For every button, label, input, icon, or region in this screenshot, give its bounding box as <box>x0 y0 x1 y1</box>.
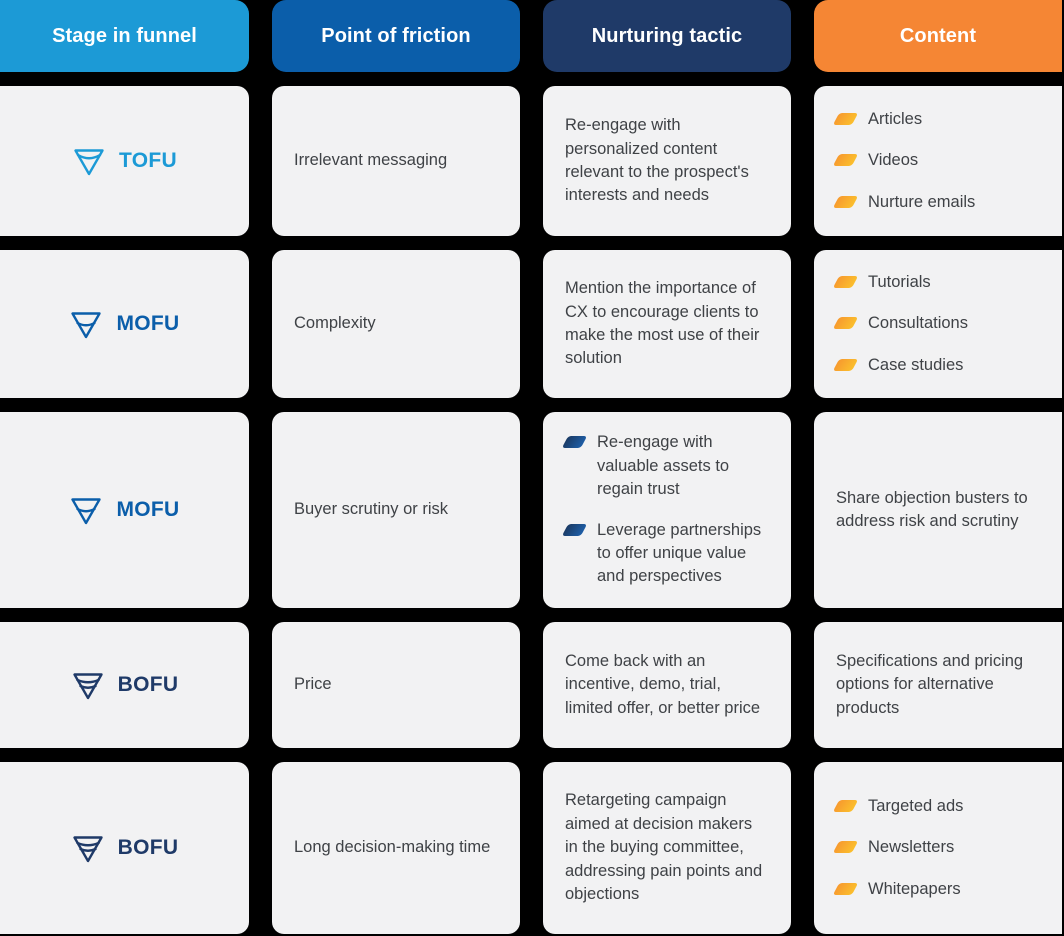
bullet-marker-orange-icon <box>832 154 859 167</box>
column-header-point-of-friction: Point of friction <box>272 0 520 72</box>
friction-cell-3: Price <box>272 622 520 748</box>
friction-cell-4: Long decision-making time <box>272 762 520 934</box>
tactic-cell-4: Retargeting campaign aimed at decision m… <box>543 762 791 934</box>
stage-cell-bofu-4: BOFU <box>0 762 249 934</box>
list-item: Videos <box>832 149 1040 172</box>
column-header-label: Content <box>899 24 977 47</box>
content-text: Share objection busters to address risk … <box>836 488 1028 530</box>
stage-cell-mofu-2: MOFU <box>0 412 249 608</box>
bullet-marker-orange-icon <box>832 195 859 208</box>
stage-cell-mofu-1: MOFU <box>0 250 249 398</box>
list-item-label: Case studies <box>868 355 964 374</box>
stage-label: MOFU <box>116 312 180 336</box>
stage-cell-tofu-0: TOFU <box>0 86 249 236</box>
list-item-label: Nurture emails <box>868 192 976 211</box>
bullet-marker-orange-icon <box>832 841 859 854</box>
list-item: Newsletters <box>832 836 1040 859</box>
list-item-label: Consultations <box>868 314 968 333</box>
bullet-marker-blue-icon <box>561 436 588 449</box>
bullet-marker-orange-icon <box>832 275 859 288</box>
tactic-bullet-list: Re-engage with valuable assets to regain… <box>561 431 769 589</box>
funnel-icon <box>71 312 102 339</box>
stage-label: MOFU <box>116 498 180 522</box>
bullet-marker-orange-icon <box>832 882 859 895</box>
list-item: Articles <box>832 108 1040 131</box>
list-item-label: Tutorials <box>868 272 931 291</box>
list-item-label: Articles <box>868 109 923 128</box>
tactic-text: Mention the importance of CX to encourag… <box>565 279 760 368</box>
list-item: Tutorials <box>832 271 1040 294</box>
bullet-marker-orange-icon <box>832 112 859 125</box>
funnel-icon <box>72 836 103 863</box>
list-item: Case studies <box>832 354 1040 377</box>
friction-cell-1: Complexity <box>272 250 520 398</box>
stage-label: BOFU <box>117 673 179 697</box>
bullet-marker-orange-icon <box>832 317 859 330</box>
list-item-label: Targeted ads <box>868 796 964 815</box>
bullet-marker-orange-icon <box>832 799 859 812</box>
bullet-marker-orange-icon <box>832 358 859 371</box>
list-item: Nurture emails <box>832 191 1040 214</box>
friction-cell-2: Buyer scrutiny or risk <box>272 412 520 608</box>
column-header-content: Content <box>814 0 1062 72</box>
column-header-label: Stage in funnel <box>52 24 197 47</box>
friction-cell-0: Irrelevant messaging <box>272 86 520 236</box>
friction-text: Buyer scrutiny or risk <box>294 500 449 519</box>
friction-text: Price <box>294 675 332 694</box>
friction-text: Irrelevant messaging <box>294 151 448 170</box>
list-item: Consultations <box>832 312 1040 335</box>
stage-label: TOFU <box>119 149 177 173</box>
list-item-label: Newsletters <box>868 838 955 857</box>
stage-label: BOFU <box>117 836 179 860</box>
tactic-cell-3: Come back with an incentive, demo, trial… <box>543 622 791 748</box>
list-item: Re-engage with valuable assets to regain… <box>561 431 769 501</box>
list-item-label: Whitepapers <box>868 879 961 898</box>
tactic-text: Re-engage with personalized content rele… <box>565 116 749 205</box>
bullet-marker-blue-icon <box>561 523 588 536</box>
list-item: Targeted ads <box>832 795 1040 818</box>
funnel-icon <box>72 673 103 700</box>
column-header-nurturing-tactic: Nurturing tactic <box>543 0 791 72</box>
column-header-stage-in-funnel: Stage in funnel <box>0 0 249 72</box>
list-item-label: Videos <box>868 151 919 170</box>
column-header-label: Point of friction <box>321 24 471 47</box>
tactic-cell-1: Mention the importance of CX to encourag… <box>543 250 791 398</box>
funnel-icon <box>74 149 104 176</box>
content-cell-2: Share objection busters to address risk … <box>814 412 1062 608</box>
stage-cell-bofu-3: BOFU <box>0 622 249 748</box>
tactic-text: Retargeting campaign aimed at decision m… <box>565 791 763 904</box>
content-cell-3: Specifications and pricing options for a… <box>814 622 1062 748</box>
friction-text: Complexity <box>294 314 376 333</box>
content-text: Specifications and pricing options for a… <box>836 651 1024 717</box>
friction-text: Long decision-making time <box>294 838 491 857</box>
tactic-cell-2: Re-engage with valuable assets to regain… <box>543 412 791 608</box>
tactic-cell-0: Re-engage with personalized content rele… <box>543 86 791 236</box>
column-header-label: Nurturing tactic <box>591 24 743 47</box>
funnel-icon <box>71 498 102 525</box>
tactic-text: Come back with an incentive, demo, trial… <box>565 651 761 717</box>
list-item: Whitepapers <box>832 878 1040 901</box>
list-item-label: Re-engage with valuable assets to regain… <box>597 433 730 499</box>
list-item-label: Leverage partnerships to offer unique va… <box>597 520 762 586</box>
list-item: Leverage partnerships to offer unique va… <box>561 519 769 589</box>
